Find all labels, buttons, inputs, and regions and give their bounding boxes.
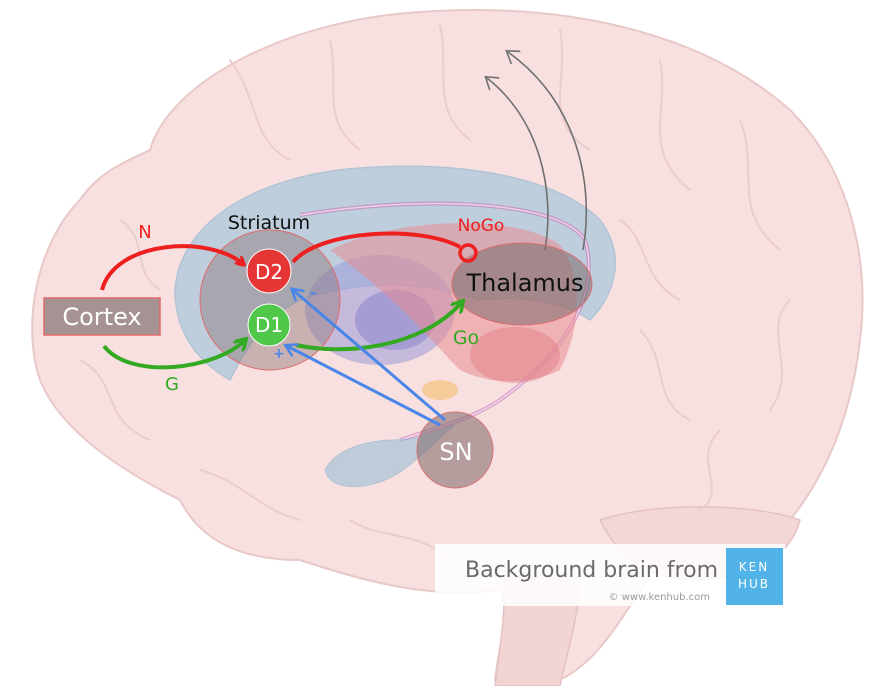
- g-label: G: [165, 374, 179, 395]
- sn-label: SN: [439, 438, 472, 466]
- credit-block: Background brain from © www.kenhub.com K…: [435, 544, 785, 606]
- thalamus-label: Thalamus: [465, 269, 583, 297]
- d2-label: D2: [255, 260, 283, 284]
- kenhub-logo-line2: HUB: [738, 577, 770, 591]
- cortex-label: Cortex: [62, 303, 141, 331]
- amygdala: [422, 380, 458, 400]
- credit-text: Background brain from: [465, 558, 718, 583]
- minus-label: -: [310, 283, 317, 302]
- hypothalamus: [470, 327, 560, 383]
- go-label: Go: [453, 327, 479, 349]
- nogo-label: NoGo: [458, 216, 505, 236]
- kenhub-logo-line1: KEN: [739, 560, 769, 574]
- plus-label: +: [273, 346, 285, 362]
- striatum-label: Striatum: [228, 212, 310, 234]
- credit-url: © www.kenhub.com: [609, 592, 710, 603]
- n-label: N: [138, 222, 151, 243]
- d1-label: D1: [255, 313, 283, 337]
